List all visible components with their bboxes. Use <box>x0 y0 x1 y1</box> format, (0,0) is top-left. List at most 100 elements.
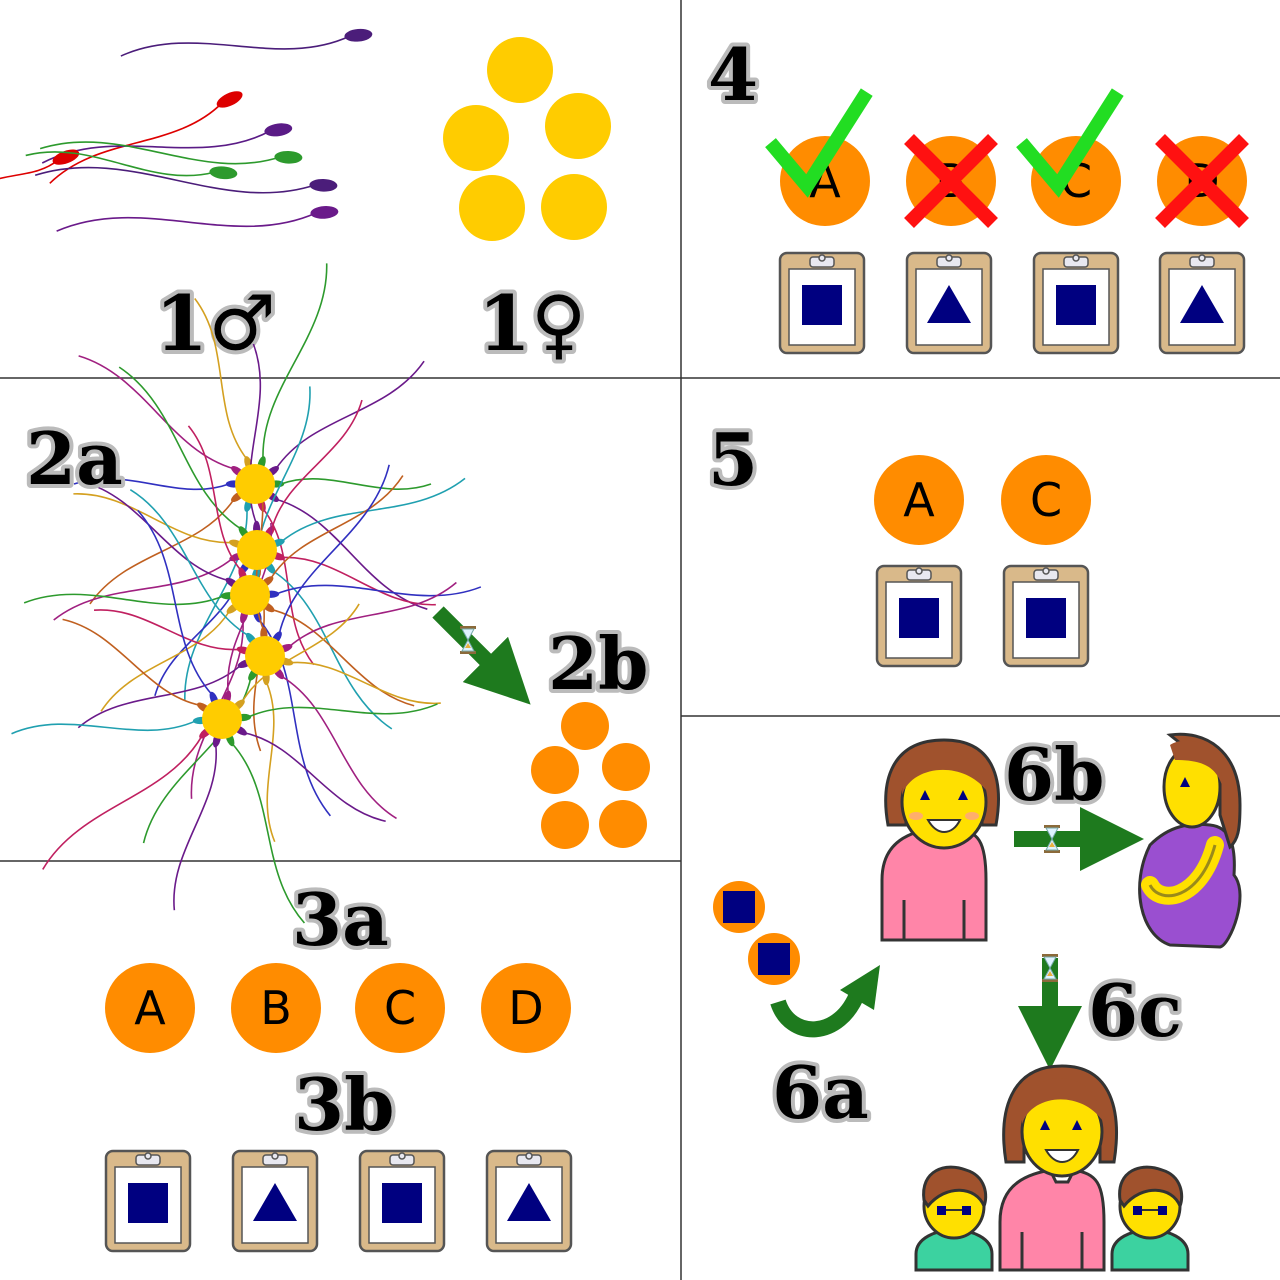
sperm-tail <box>272 570 393 730</box>
egg-cells-illustration <box>443 37 611 241</box>
sperm-tail <box>100 610 231 712</box>
sperm-tail <box>173 744 217 911</box>
hourglass-icon <box>1044 825 1060 853</box>
sperm-tail <box>118 366 242 530</box>
fertilized-egg <box>235 464 275 504</box>
label-3b: 3b <box>294 1062 394 1147</box>
clipboard-icon <box>1158 251 1246 355</box>
clipboard-icon <box>104 1149 192 1253</box>
sperm-tail <box>278 464 390 635</box>
label-2b: 2b <box>548 621 648 706</box>
check-mark-icon <box>1016 88 1124 198</box>
time-arrow-6c <box>1018 954 1082 1070</box>
egg-cell <box>487 37 553 103</box>
cross-mark-icon <box>1155 134 1249 228</box>
sperm-tail <box>0 159 59 180</box>
sperm-head <box>274 150 303 164</box>
embryo <box>1031 136 1121 226</box>
sperm-tail <box>231 742 306 924</box>
clipboard-icon <box>778 251 866 355</box>
transferred-embryos <box>713 881 800 985</box>
panel-2: 2a 2b <box>11 263 652 924</box>
embryo <box>874 455 964 545</box>
sperm-tail <box>42 735 203 870</box>
sperm-tail <box>243 731 386 823</box>
sperm-tail <box>262 263 328 460</box>
sperm-tail <box>78 355 235 470</box>
sperm-tail <box>288 581 457 648</box>
clipboard-icon <box>875 564 963 668</box>
sperm-tail <box>269 475 404 580</box>
sperm-tail <box>275 498 428 610</box>
clipboard-icon <box>231 1149 319 1253</box>
label-6b: 6b <box>1004 732 1104 817</box>
sperm-tail <box>53 557 233 621</box>
sperm-tail <box>271 399 363 529</box>
sperm-tail <box>290 661 441 705</box>
sperm-head <box>344 28 373 42</box>
sperm-tail <box>265 681 276 843</box>
embryos-2b <box>531 702 650 849</box>
triangle-result-shape <box>253 1183 297 1221</box>
child-illustration <box>914 1165 994 1272</box>
embryo <box>481 963 571 1053</box>
clipboard-icon <box>485 1149 573 1253</box>
mother-with-children <box>998 1064 1118 1272</box>
square-result-shape <box>758 943 790 975</box>
sperm-tail <box>281 556 436 606</box>
sperm-tail <box>271 608 415 707</box>
pregnant-woman-illustration <box>1138 732 1242 949</box>
sperm-tail <box>23 593 225 606</box>
label-1-female: 1♀ <box>478 279 586 368</box>
embryo <box>105 963 195 1053</box>
label-6a: 6a <box>772 1050 869 1135</box>
sperm-tail <box>280 675 397 820</box>
clipboard-icon <box>358 1149 446 1253</box>
fertilized-egg <box>245 636 285 676</box>
sperm-tail <box>73 493 233 544</box>
transfer-arrow <box>770 965 880 1038</box>
embryo <box>602 743 650 791</box>
square-result-shape <box>1056 285 1096 325</box>
sperm-tail <box>89 498 235 605</box>
sperm-tail <box>137 509 213 696</box>
time-arrow-2 <box>432 606 531 705</box>
embryo <box>780 136 870 226</box>
sperm-tail <box>187 425 242 572</box>
sperm-tail <box>77 664 242 729</box>
fertilized-egg <box>237 530 277 570</box>
sperm-tail <box>280 478 432 490</box>
label-4: 4 <box>708 32 758 117</box>
egg-cell <box>545 93 611 159</box>
sperm-tail <box>81 480 229 582</box>
square-result-shape <box>382 1183 422 1223</box>
embryo-label: D <box>508 981 543 1035</box>
sperm-tail <box>39 141 281 165</box>
square-result-shape <box>723 891 755 923</box>
sperm-tail <box>275 360 425 470</box>
sperm-tail <box>11 720 197 735</box>
test-result-row <box>104 1149 573 1253</box>
panel-1: 1♂ 1♀ <box>0 28 611 372</box>
sperm-head <box>264 123 293 137</box>
square-result-shape <box>128 1183 168 1223</box>
sperm-tail <box>194 298 248 460</box>
sperm-head <box>309 178 338 192</box>
test-result-row-screened <box>778 251 1246 355</box>
panel-6: 6b 6c 6a <box>713 728 1242 1272</box>
sperm-tail <box>56 212 317 232</box>
selected-test-result-row <box>875 564 1090 668</box>
hourglass-icon <box>1042 954 1058 982</box>
embryo-label: C <box>384 981 416 1035</box>
embryo-label: C <box>1030 473 1062 527</box>
embryo-label: A <box>903 473 935 527</box>
fertilized-eggs <box>202 464 285 739</box>
square-result-shape <box>802 285 842 325</box>
